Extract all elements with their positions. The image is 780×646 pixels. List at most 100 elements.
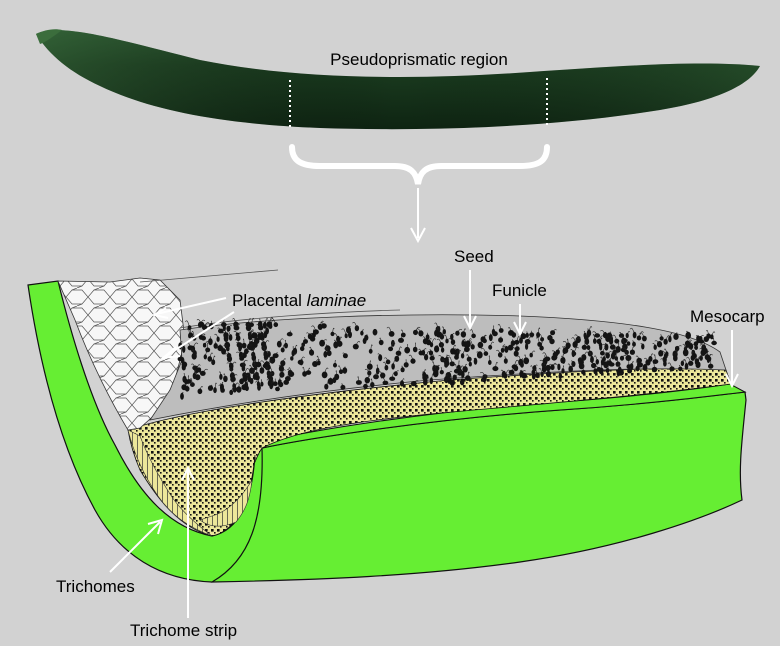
seed [310,336,315,341]
seed [488,345,492,350]
seed [422,350,425,356]
seed [303,339,308,344]
seed [424,354,428,360]
seed [525,343,528,350]
seed [292,350,295,357]
seed [389,331,395,337]
seed [267,375,272,380]
pod-section [28,270,746,582]
seed [260,335,264,341]
seed [284,343,288,349]
seed [607,360,613,365]
seed [373,374,379,379]
seed [273,381,278,386]
seed [688,361,693,366]
seed [450,361,455,366]
seed [633,332,637,339]
seed [596,359,599,365]
seed [663,339,667,345]
seed [621,338,625,344]
seed [678,367,682,372]
seed [711,341,717,345]
seed [248,336,252,341]
seed [257,384,261,391]
seed [550,330,555,335]
seed [441,347,444,352]
seed [204,354,207,359]
seed [707,356,712,361]
seed [572,350,575,357]
seed [512,364,517,369]
seed [673,334,678,340]
seed [430,377,433,384]
seed [602,356,606,362]
seed [364,335,368,341]
seed [489,334,493,341]
seed [557,364,560,371]
seed [224,332,229,338]
seed [587,330,591,337]
seed [461,371,465,378]
seed [696,335,700,341]
seed [331,332,335,336]
seed [610,345,616,350]
seed [642,336,647,342]
seed [701,349,706,356]
seed [559,373,563,379]
seed [279,372,284,378]
seed [450,379,455,385]
seed [606,368,610,373]
seed [699,355,703,361]
seed [502,371,506,378]
seed [594,333,600,337]
seed [484,351,489,356]
seed [685,341,690,347]
seed [236,386,241,392]
seed [217,337,220,342]
seed [230,376,236,382]
seed [451,339,455,345]
seed [641,344,644,350]
seed [519,337,523,343]
seed [541,372,544,377]
seed [501,348,505,353]
seed [327,350,332,356]
seed [418,330,423,336]
seed [429,350,433,355]
seed [685,363,689,370]
seed [317,360,321,365]
pod-photo [36,29,760,129]
region-label: Pseudoprismatic region [330,50,508,69]
seed [536,332,540,338]
seed [281,348,285,353]
seed [389,377,395,381]
seed [434,330,438,337]
seed [370,382,374,387]
seed [471,344,475,349]
seed [465,340,471,347]
seed [423,338,429,344]
seed [205,348,210,353]
seed [309,350,313,356]
seed [550,364,554,370]
seed [244,348,249,354]
seed [539,346,543,351]
seed [376,368,380,375]
seed [182,362,188,368]
seed [260,367,265,374]
seed [529,332,534,337]
seed [226,346,230,351]
seed [345,333,348,338]
seed [587,345,591,350]
region-brace [292,147,547,184]
seed-label: Seed [454,247,494,266]
seed [413,347,418,353]
seed [400,380,404,386]
seed [290,356,293,360]
seed [383,381,389,385]
seed [277,341,282,348]
seed [571,361,575,367]
seed [498,352,503,357]
seed [239,379,244,385]
seed [619,333,624,338]
